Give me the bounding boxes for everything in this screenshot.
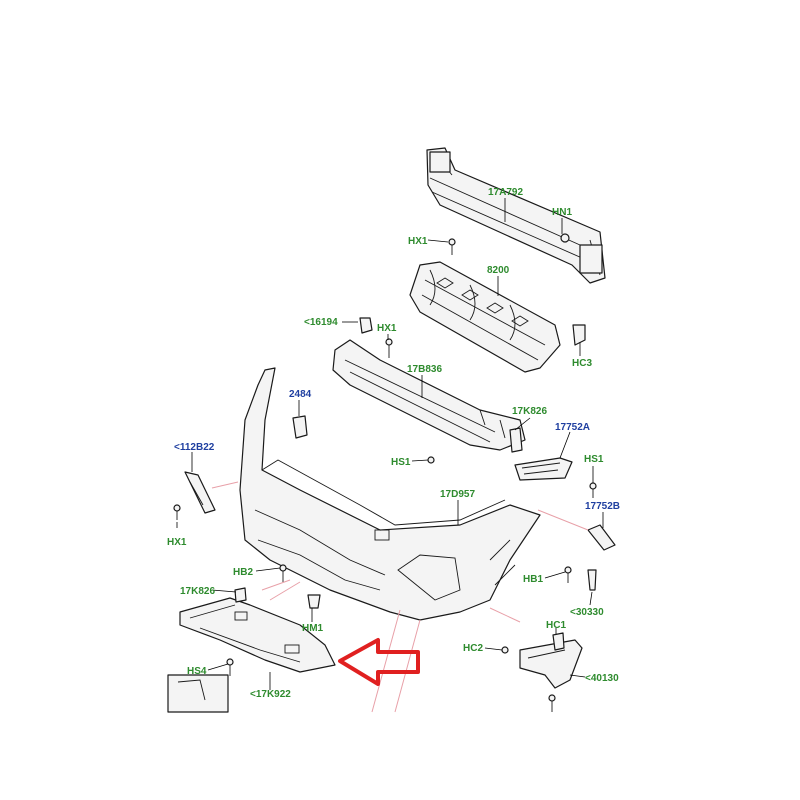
bracket-2484[interactable] (292, 415, 308, 439)
fastener-hb1[interactable] (564, 566, 572, 583)
licence-plate-fragment (167, 674, 229, 713)
label-17K826-right[interactable]: 17K826 (512, 406, 547, 417)
label-17K826-left[interactable]: 17K826 (180, 586, 215, 597)
label-HN1[interactable]: HN1 (552, 207, 572, 218)
label-HX1-top[interactable]: HX1 (408, 236, 428, 247)
side-bracket-112b22[interactable] (184, 471, 216, 514)
upper-support[interactable] (332, 339, 526, 451)
fastener-hs4[interactable] (226, 658, 234, 676)
label-HX1-left[interactable]: HX1 (167, 537, 187, 548)
bracket-17k826-left[interactable] (234, 587, 247, 603)
label-17752A[interactable]: 17752A (555, 422, 590, 433)
bracket-hc1[interactable] (552, 632, 565, 651)
label-2484[interactable]: 2484 (289, 389, 312, 400)
reference-lines (211, 481, 589, 713)
leader-lines (176, 198, 604, 690)
label-16194[interactable]: <16194 (304, 317, 338, 328)
label-17A792[interactable]: 17A792 (488, 187, 523, 198)
part-labels: 17A792 HN1 HX1 8200 <16194 HX1 HC3 17B83… (167, 187, 620, 700)
clip-16194[interactable] (359, 317, 373, 334)
label-17B836[interactable]: 17B836 (407, 364, 442, 375)
lamp-bezel-17752b[interactable] (587, 524, 616, 551)
fastener-hx1-top[interactable] (448, 238, 456, 255)
label-8200[interactable]: 8200 (487, 265, 510, 276)
fastener-hc2[interactable] (501, 646, 509, 654)
fastener-hs1-right[interactable] (589, 482, 597, 498)
fastener-hx1-mid[interactable] (385, 338, 393, 358)
grille[interactable] (409, 261, 561, 373)
under-tray[interactable] (179, 597, 336, 673)
fastener-hb2[interactable] (279, 564, 287, 582)
label-HS1-mid[interactable]: HS1 (391, 457, 411, 468)
label-HB1[interactable]: HB1 (523, 574, 543, 585)
red-arrow-icon (338, 638, 420, 686)
label-HM1[interactable]: HM1 (302, 623, 324, 634)
label-17752B[interactable]: 17752B (585, 501, 620, 512)
fastener-hx1-left[interactable] (173, 504, 181, 520)
bumper-cover[interactable] (239, 367, 541, 621)
reinforcement-beam[interactable] (426, 147, 606, 284)
lamp-bezel-17752a[interactable] (514, 457, 573, 481)
label-HC1[interactable]: HC1 (546, 620, 566, 631)
label-HC3[interactable]: HC3 (572, 358, 592, 369)
label-HB2[interactable]: HB2 (233, 567, 253, 578)
lower-bracket-40130[interactable] (519, 639, 583, 689)
label-HS4[interactable]: HS4 (187, 666, 207, 677)
fastener-hn1[interactable] (560, 233, 570, 243)
label-HX1-mid[interactable]: HX1 (377, 323, 397, 334)
label-17D957[interactable]: 17D957 (440, 489, 475, 500)
label-HS1-right[interactable]: HS1 (584, 454, 604, 465)
label-HC2[interactable]: HC2 (463, 643, 483, 654)
fastener-hs1-mid[interactable] (427, 456, 435, 464)
label-30330[interactable]: <30330 (570, 607, 604, 618)
clip-hm1[interactable] (307, 594, 321, 609)
label-40130[interactable]: <40130 (585, 673, 619, 684)
bracket-hc3[interactable] (572, 324, 586, 346)
label-17K922[interactable]: <17K922 (250, 689, 291, 700)
label-112B22[interactable]: <112B22 (174, 442, 215, 453)
screw-30330[interactable] (587, 569, 597, 591)
bracket-17k826-right[interactable] (509, 427, 523, 453)
fastener-bottom-right[interactable] (548, 694, 556, 712)
